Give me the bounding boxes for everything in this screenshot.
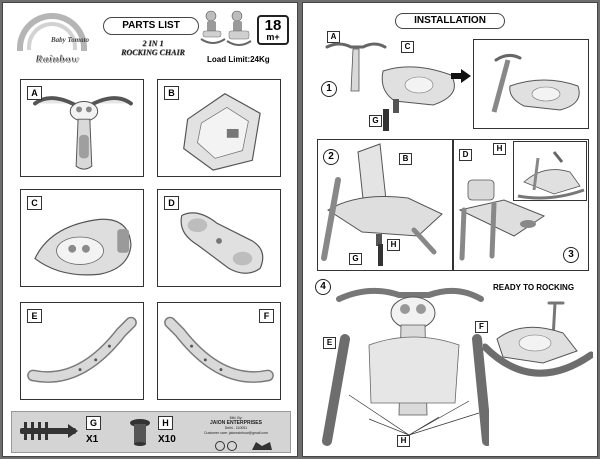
load-limit: Load Limit:24Kg (207, 55, 270, 64)
step-4-illustration (322, 287, 489, 446)
part-box-c: C (20, 189, 144, 287)
step-2-frame (317, 139, 453, 271)
part-box-d: D (157, 189, 281, 287)
bolt-g-icon (20, 422, 78, 440)
part-label-a: A (27, 86, 42, 100)
company-name: JAION ENTERPRISES (210, 420, 262, 426)
callout-s3-h: H (493, 143, 506, 155)
step-3-detail-illustration (517, 151, 585, 200)
callout-s1-a: A (327, 31, 340, 43)
parts-list-title: PARTS LIST (103, 17, 199, 35)
step-1-illustration (325, 42, 455, 131)
step-1-result-frame (473, 39, 589, 129)
callout-s4-f: F (475, 321, 488, 333)
brand-tagline: Baby Tomato (51, 36, 90, 44)
rocker-right-part-icon (164, 316, 274, 383)
hardware-strip: G X1 H X10 Mfd. By: JAION ENTERPRISES De… (11, 411, 291, 453)
age-unit: m+ (266, 32, 280, 42)
part-label-e: E (27, 309, 42, 323)
parts-list-page: Baby Tomato Rainbow PARTS LIST 2 IN 1 RO… (2, 2, 298, 457)
hardware-label-h: H (158, 416, 173, 430)
installation-title: INSTALLATION (395, 13, 505, 29)
rocker-left-part-icon (27, 316, 137, 383)
arrow-right-icon (451, 69, 471, 83)
brand-name: Rainbow (35, 53, 79, 65)
certification-marks-icon (215, 441, 272, 451)
part-label-f: F (259, 309, 274, 323)
part-label-d: D (164, 196, 179, 210)
callout-s1-c: C (401, 41, 414, 53)
hardware-label-g: G (86, 416, 101, 430)
company-info: Mfd. By: JAION ENTERPRISES Delhi - 11005… (186, 416, 286, 436)
product-line-1: 2 IN 1 (142, 39, 164, 48)
callout-s4-e: E (323, 337, 336, 349)
callout-s2-g: G (349, 253, 362, 265)
callout-s2-b: B (399, 153, 412, 165)
step-3-detail-frame (513, 141, 587, 201)
finished-rocking-chair-illustration (483, 301, 593, 377)
part-box-a: A (20, 79, 144, 177)
part-box-b: B (157, 79, 281, 177)
part-label-b: B (164, 86, 179, 100)
company-city: Delhi - 110051 (224, 426, 248, 430)
screw-h-icon (130, 419, 150, 446)
brand-logo: Baby Tomato Rainbow (11, 13, 103, 67)
callout-s2-h: H (387, 239, 400, 251)
callout-s1-g: G (369, 115, 382, 127)
callout-s3-d: D (459, 149, 472, 161)
step-1-number: 1 (321, 81, 337, 97)
step-4-number: 4 (315, 279, 331, 295)
handlebar-part-icon (33, 96, 133, 170)
product-title: 2 IN 1 ROCKING CHAIR (103, 39, 203, 57)
product-line-2: ROCKING CHAIR (121, 48, 185, 57)
part-box-e: E (20, 302, 144, 400)
kids-illustration-icon (200, 10, 252, 46)
step-1-result-illustration (491, 53, 580, 113)
company-prefix: Mfd. By: (229, 416, 243, 420)
hardware-qty-h: X10 (158, 434, 176, 445)
company-care: Customer care: jaionrainbow@gmail.com (203, 431, 269, 435)
seat-base-part-icon (34, 218, 132, 276)
step-2-number: 2 (323, 149, 339, 165)
age-number: 18 (264, 17, 282, 34)
step-3-number: 3 (563, 247, 579, 263)
installation-page: INSTALLATION 1 A C H G 2 B (302, 2, 598, 457)
ready-to-rocking-text: READY TO ROCKING (493, 283, 575, 292)
hardware-qty-g: X1 (86, 434, 99, 445)
step-2-illustration (321, 143, 443, 266)
part-box-f: F (157, 302, 281, 400)
callout-s4-h: H (397, 435, 410, 447)
footrest-part-icon (180, 212, 264, 274)
age-badge: 18 m+ (257, 15, 289, 45)
part-label-c: C (27, 196, 42, 210)
seat-back-part-icon (183, 93, 261, 171)
step-3-illustration (458, 158, 546, 261)
